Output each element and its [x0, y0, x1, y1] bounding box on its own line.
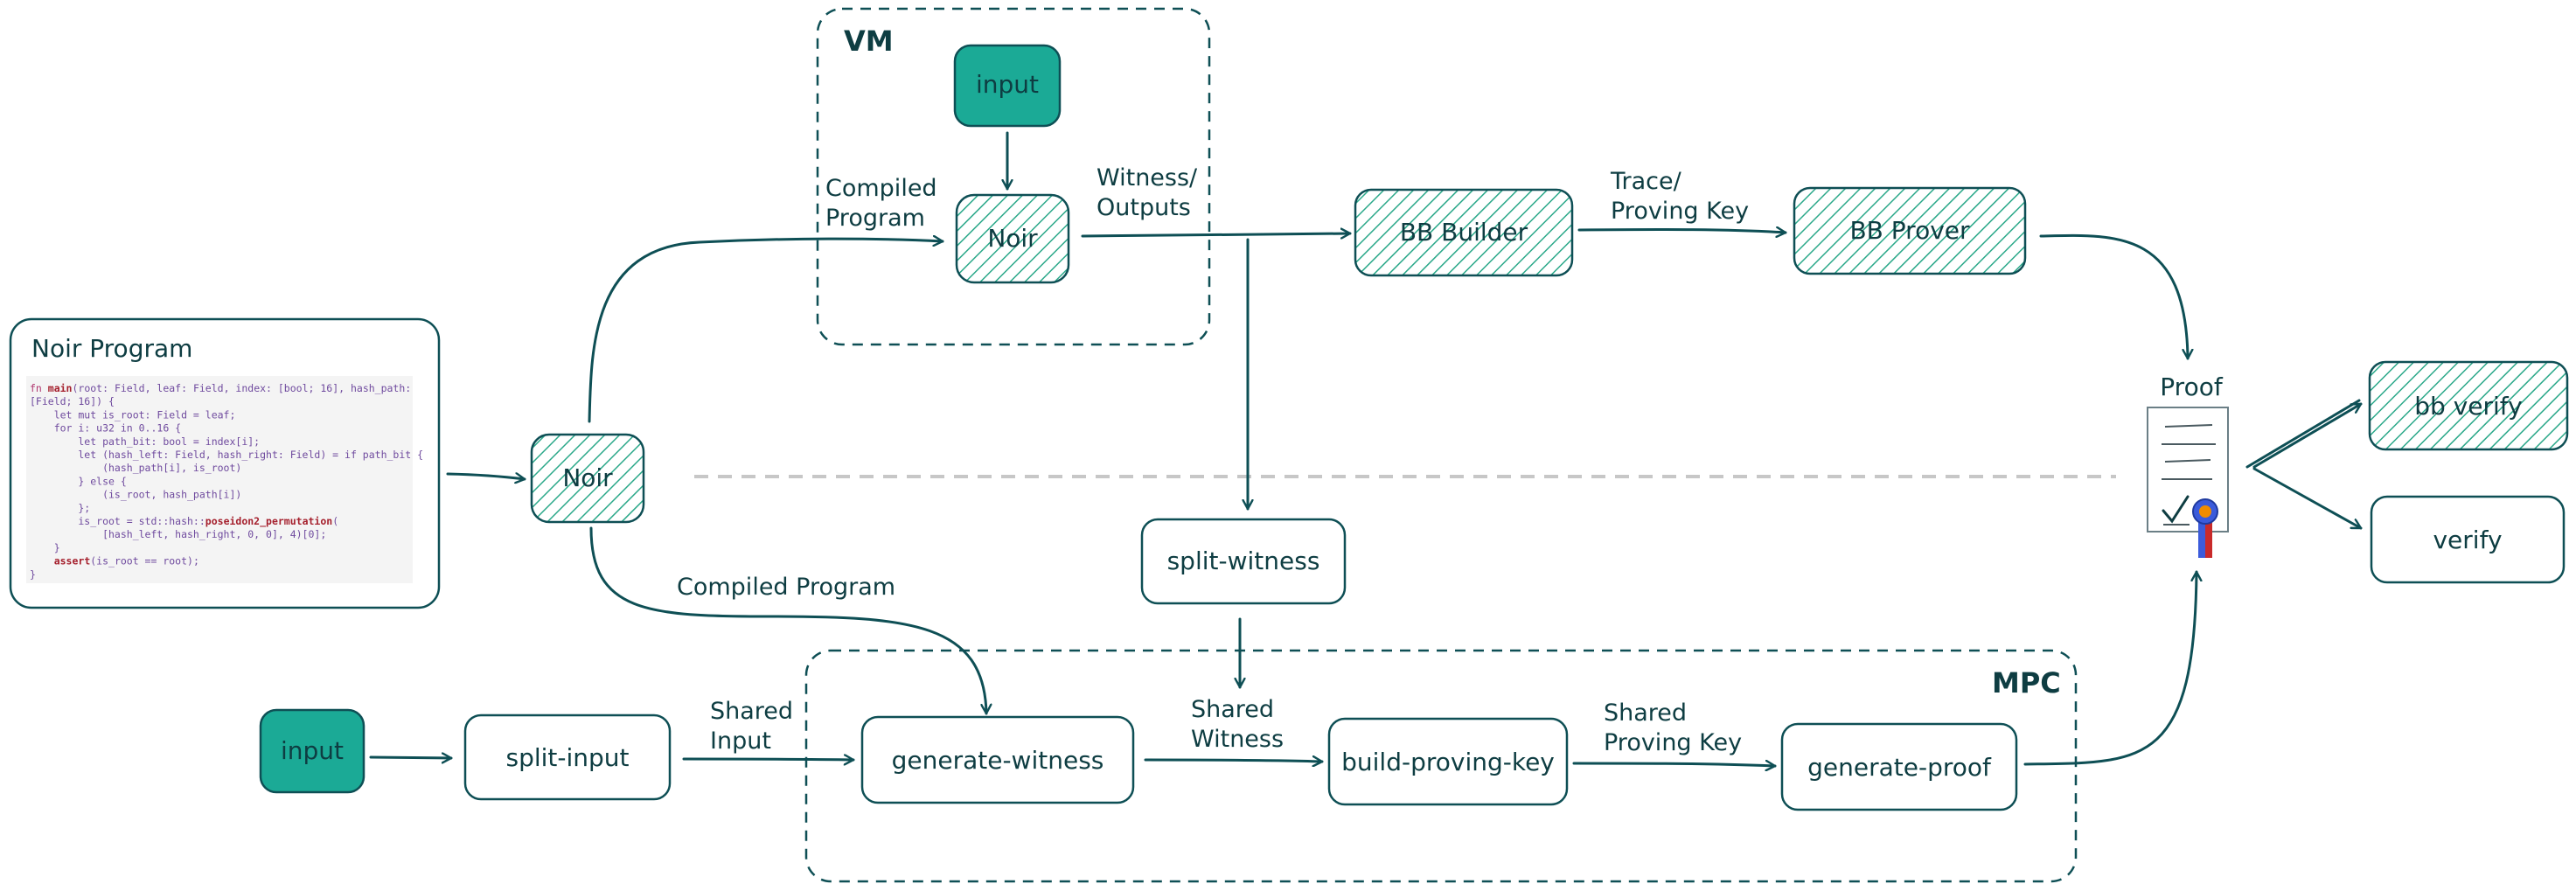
label-witness-outputs: Witness/Outputs — [1097, 164, 1198, 221]
edge-split-input-to-generate-witness — [682, 759, 855, 760]
generate-witness-node: generate-witness — [860, 715, 1135, 804]
generate-proof-label: generate-proof — [1807, 753, 1992, 782]
vm-noir-label: Noir — [987, 224, 1038, 253]
code-line: } — [30, 541, 60, 553]
code-line: } — [30, 568, 36, 581]
verify-node: verify — [2370, 495, 2566, 584]
bb-verify-node: bb verify — [2368, 360, 2569, 451]
mpc-group — [804, 649, 2078, 883]
edge-noir-to-bb-builder — [1081, 233, 1352, 236]
label-trace-proving-key: Trace/Proving Key — [1610, 168, 1749, 225]
noir-program-panel: Noir Program fn main(root: Field, leaf: … — [9, 317, 441, 609]
bb-prover-label: BB Prover — [1849, 216, 1970, 245]
code-line: let (hash_left: Field, hash_right: Field… — [30, 449, 423, 461]
mpc-input-label: input — [281, 736, 344, 765]
code-line: assert(is_root == root); — [30, 555, 199, 567]
code-block — [26, 376, 413, 583]
noir-compiler-label: Noir — [562, 463, 613, 492]
mpc-input-node: input — [259, 708, 366, 794]
code-line: (hash_path[i], is_root) — [30, 462, 241, 474]
edge-program-to-noir — [446, 474, 526, 479]
code-line: let path_bit: bool = index[i]; — [30, 435, 260, 448]
generate-proof-node: generate-proof — [1780, 722, 2018, 811]
certificate-icon — [2147, 407, 2229, 558]
edge-build-key-to-generate-proof — [1572, 763, 1777, 766]
proof-node: Proof — [2147, 372, 2229, 558]
label-compiled-program-bottom: Compiled Program — [677, 574, 895, 601]
edge-label-line: Shared — [1604, 700, 1687, 727]
code-line: let mut is_root: Field = leaf; — [30, 408, 235, 421]
edge-mpc-input-to-split-input — [369, 757, 453, 758]
code-line: [Field; 16]) { — [30, 395, 115, 407]
edge-noir-to-generate-witness — [589, 526, 986, 715]
code-line: for i: u32 in 0..16 { — [30, 422, 181, 435]
code-line: [hash_left, hash_right, 0, 0], 4)[0]; — [30, 528, 326, 540]
edge-generate-witness-to-build-key — [1144, 760, 1324, 762]
edge-proof-to-verifiers — [2245, 399, 2361, 469]
noir-compiler-node: Noir — [530, 433, 645, 524]
edge-label-line: Input — [710, 727, 771, 755]
edge-proof-to-verify — [2252, 467, 2363, 530]
code-text: fn main(root: Field, leaf: Field, index:… — [30, 382, 423, 581]
edge-label-line: Compiled Program — [677, 574, 895, 601]
edge-label-line: Outputs — [1097, 194, 1191, 221]
bb-builder-label: BB Builder — [1400, 218, 1528, 247]
edge-noir-to-vm-noir — [588, 239, 944, 423]
edge-builder-to-prover — [1577, 229, 1787, 233]
edge-label-line: Proving Key — [1611, 198, 1749, 225]
edge-generate-proof-to-proof — [2023, 570, 2197, 766]
edge-prover-to-proof — [2039, 233, 2188, 360]
build-proving-key-label: build-proving-key — [1341, 748, 1555, 776]
code-line: fn main(root: Field, leaf: Field, index:… — [30, 382, 417, 394]
vm-noir-node: Noir — [955, 193, 1070, 284]
vm-group — [816, 7, 1211, 346]
bb-prover-node: BB Prover — [1793, 186, 2027, 275]
split-witness-node: split-witness — [1140, 518, 1347, 605]
vm-input-node: input — [953, 44, 1062, 128]
edge-label-line: Program — [825, 205, 925, 232]
code-line: is_root = std::hash::poseidon2_permutati… — [30, 515, 338, 528]
noir-program-title: Noir Program — [31, 334, 192, 363]
edge-label-line: Compiled — [825, 175, 937, 202]
edge-proof-to-bb-verify — [2252, 402, 2363, 469]
vm-group-title: VM — [844, 24, 894, 58]
edge-label-line: Shared — [710, 698, 793, 725]
bb-builder-node: BB Builder — [1354, 188, 1574, 277]
split-input-label: split-input — [505, 743, 629, 772]
edge-label-line: Trace/ — [1610, 168, 1682, 195]
mpc-group-title: MPC — [1992, 666, 2061, 700]
edge-label-line: Witness/ — [1097, 164, 1198, 191]
verify-label: verify — [2433, 526, 2502, 554]
build-proving-key-node: build-proving-key — [1327, 717, 1569, 806]
edge-label-line: Proving Key — [1604, 729, 1742, 756]
edge-label-line: Witness — [1191, 726, 1284, 753]
bb-verify-label: bb verify — [2414, 392, 2522, 421]
split-input-node: split-input — [463, 713, 672, 801]
code-line: } else { — [30, 475, 127, 487]
edge-label-line: Shared — [1191, 696, 1274, 723]
generate-witness-label: generate-witness — [892, 746, 1104, 775]
code-line: (is_root, hash_path[i]) — [30, 489, 241, 501]
proof-label: Proof — [2160, 372, 2224, 401]
vm-input-label: input — [976, 70, 1039, 99]
code-line: }; — [30, 502, 90, 514]
split-witness-label: split-witness — [1167, 546, 1320, 575]
